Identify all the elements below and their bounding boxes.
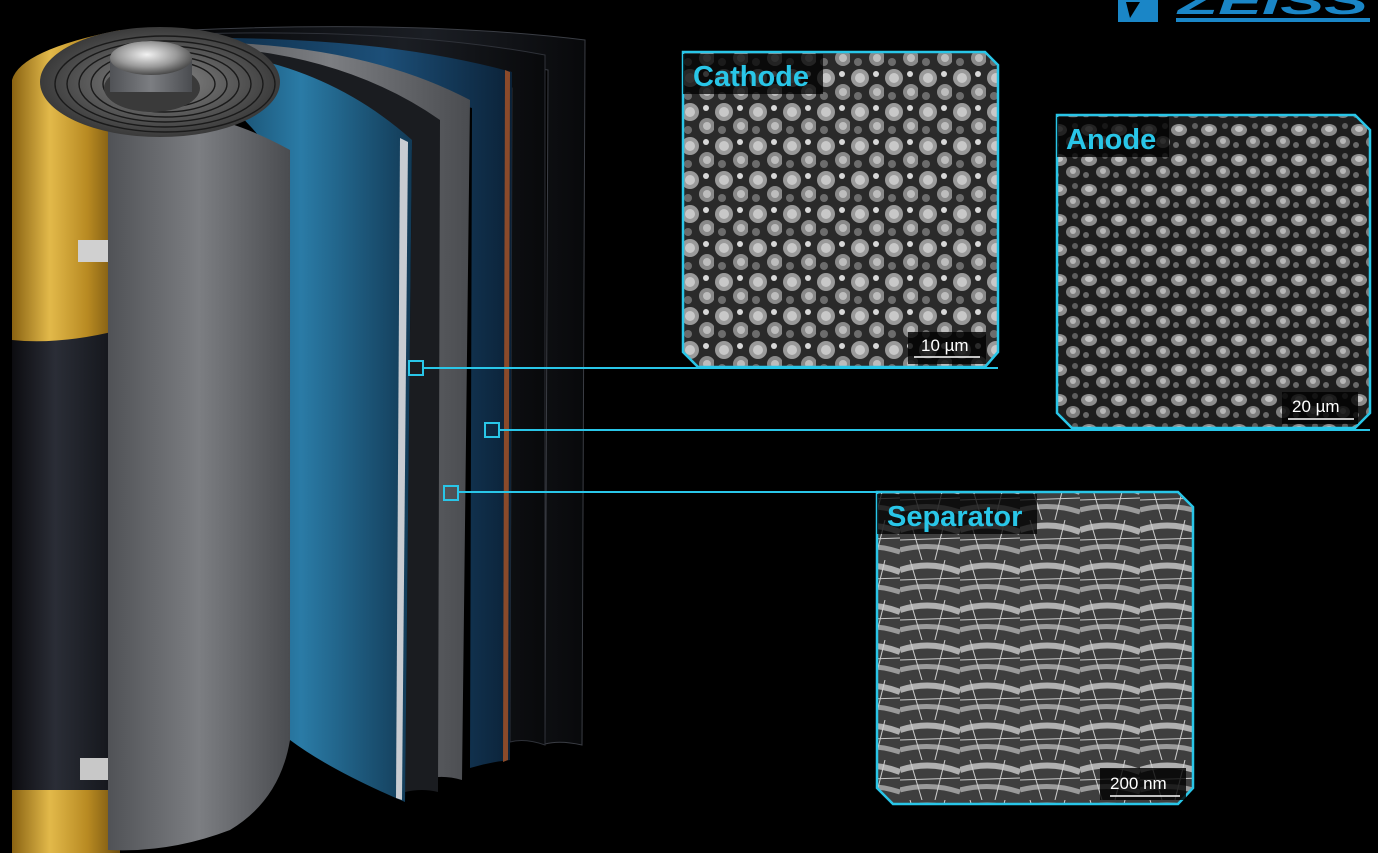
separator-panel: Separator 200 nm [877, 492, 1193, 804]
anode-panel: Anode 20 µm [1057, 115, 1370, 428]
anode-label: Anode [1066, 124, 1156, 156]
cathode-scale-text: 10 µm [921, 336, 969, 355]
battery-gold-bottom [12, 790, 120, 853]
terminal-cap [110, 41, 192, 75]
separator-label: Separator [887, 501, 1022, 533]
battery-cell [12, 27, 290, 853]
cathode-panel: Cathode 10 µm [683, 52, 998, 367]
anode-scale-text: 20 µm [1292, 397, 1340, 416]
label-mark-bottom [80, 758, 110, 780]
battery-cut-face [108, 111, 290, 850]
separator-scale-text: 200 nm [1110, 774, 1167, 793]
zeiss-logo: ZEISS [1118, 0, 1370, 22]
logo-underline [1176, 18, 1370, 22]
cathode-label: Cathode [693, 61, 809, 93]
label-mark-top [78, 240, 108, 262]
